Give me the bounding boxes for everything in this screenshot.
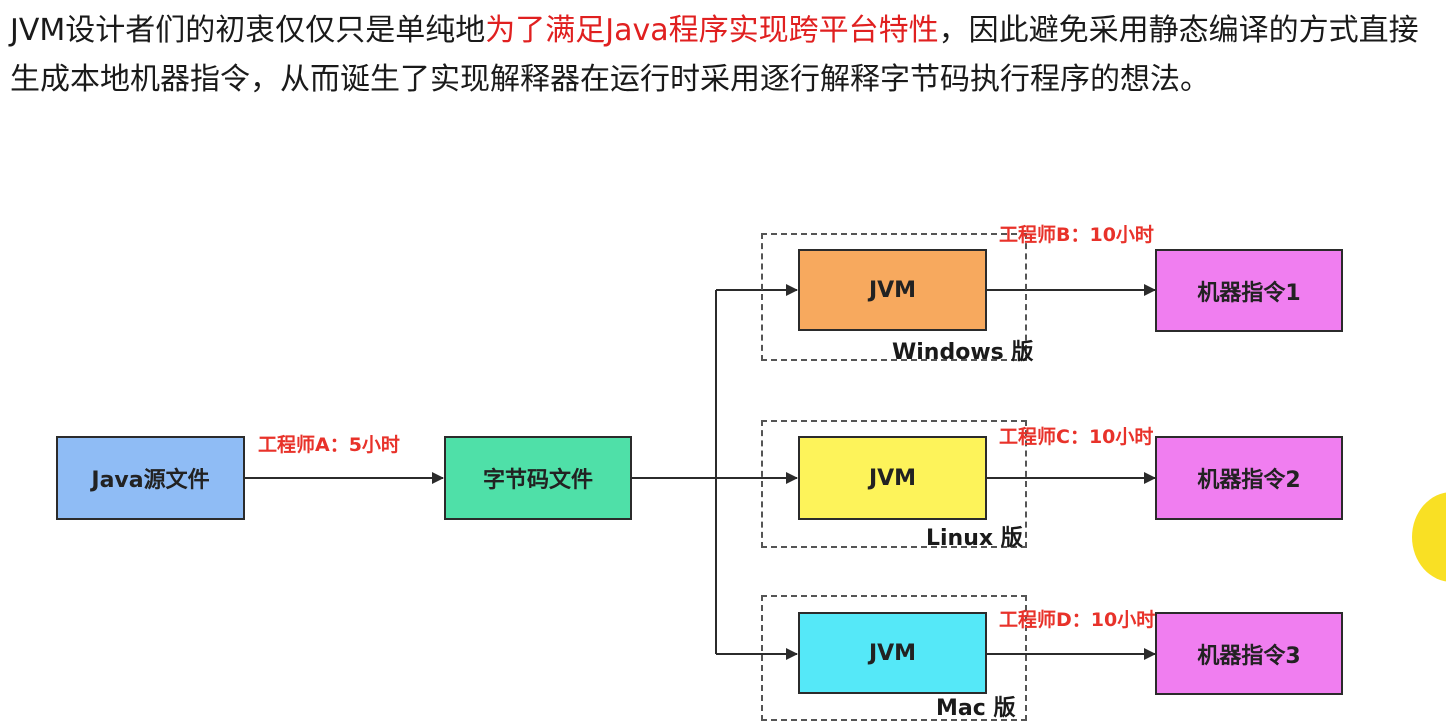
bytecode-label: 字节码文件 xyxy=(482,468,593,493)
machine-code-1-label: 机器指令1 xyxy=(1197,280,1301,306)
jvm-linux-label: JVM xyxy=(868,465,917,491)
jvm-windows-box: JVM xyxy=(798,249,987,331)
intro-highlight: 为了满足Java程序实现跨平台特性 xyxy=(485,13,939,48)
jvm-linux-box: JVM xyxy=(798,436,987,520)
platform-label-linux: Linux 版 xyxy=(926,526,1023,551)
intro-paragraph: JVM设计者们的初衷仅仅只是单纯地为了满足Java程序实现跨平台特性，因此避免采… xyxy=(10,6,1436,104)
engineer-b-label: 工程师B：10小时 xyxy=(999,224,1154,246)
jvm-windows-label: JVM xyxy=(868,277,917,303)
machine-code-2-label: 机器指令2 xyxy=(1197,468,1301,493)
platform-label-mac: Mac 版 xyxy=(936,696,1016,721)
bytecode-box: 字节码文件 xyxy=(444,436,632,520)
intro-text-part2: ，因此避免采用静态编译的方式直接生成本地机器指令，从而诞生了实现解释器在运行时采… xyxy=(10,13,1419,97)
java-source-label: Java源文件 xyxy=(91,468,210,493)
platform-group-windows xyxy=(761,233,1027,361)
engineer-d-label: 工程师D：10小时 xyxy=(999,609,1156,631)
intro-text-part1: JVM设计者们的初衷仅仅只是单纯地 xyxy=(10,13,486,48)
machine-code-1-box: 机器指令1 xyxy=(1155,249,1343,332)
jvm-mac-box: JVM xyxy=(798,612,987,694)
platform-group-linux xyxy=(761,420,1027,548)
engineer-a-label: 工程师A：5小时 xyxy=(258,434,400,456)
platform-label-windows: Windows 版 xyxy=(892,340,1034,365)
java-source-box: Java源文件 xyxy=(56,436,245,520)
machine-code-3-box: 机器指令3 xyxy=(1155,612,1343,695)
machine-code-2-box: 机器指令2 xyxy=(1155,436,1343,520)
jvm-mac-label: JVM xyxy=(868,640,917,666)
platform-group-mac xyxy=(761,595,1027,721)
engineer-c-label: 工程师C：10小时 xyxy=(999,426,1154,448)
machine-code-3-label: 机器指令3 xyxy=(1197,643,1301,669)
